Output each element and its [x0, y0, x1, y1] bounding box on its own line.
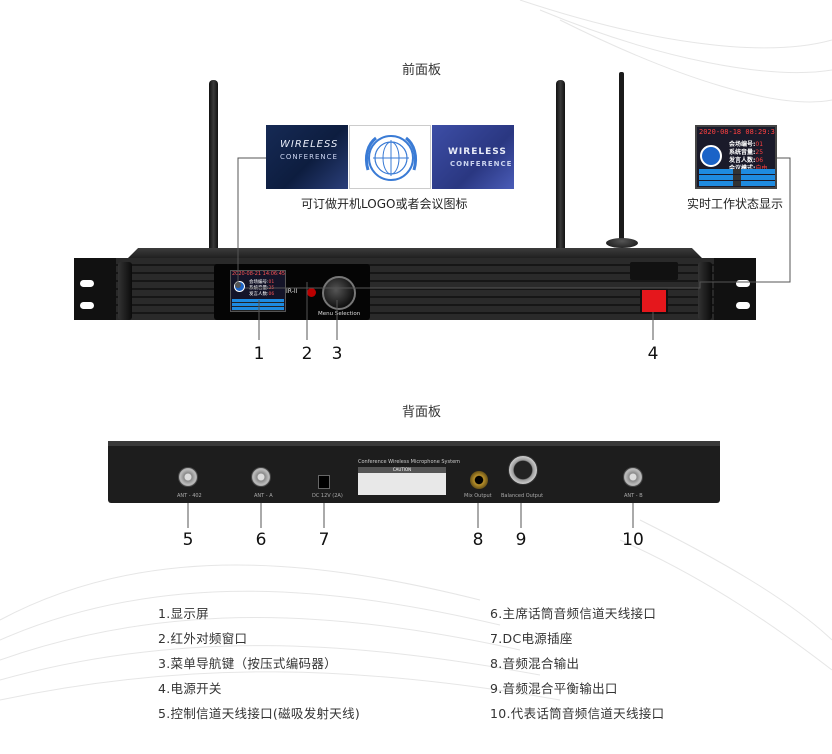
logo-panel-wireless-2: WIRELESS CONFERENCE — [432, 125, 514, 189]
callout-number-8: 8 — [472, 530, 484, 550]
balanced-output-xlr[interactable] — [508, 455, 538, 485]
lcd-screen: 2020-08-21 14:06:45 会场编号:01 系统音量:25 发言人数… — [230, 270, 286, 312]
logo-panel-un-emblem — [349, 125, 431, 189]
un-emblem-icon — [364, 135, 418, 181]
lcd-row-3: 发言人数:06 — [249, 292, 275, 297]
legend-item-10: 10.代表话筒音频信道天线接口 — [490, 706, 665, 721]
magnetic-antenna — [619, 72, 624, 242]
mix-output-jack[interactable] — [470, 471, 488, 489]
warning-title: Conference Wireless Microphone System — [358, 459, 461, 465]
callout-number-2: 2 — [301, 344, 313, 364]
status-row-1: 会场编号:01 — [729, 141, 764, 148]
status-caption: 实时工作状态显示 — [687, 197, 784, 211]
front-rack-unit: 2020-08-21 14:06:45 会场编号:01 系统音量:25 发言人数… — [74, 248, 756, 320]
handle-left — [118, 262, 132, 320]
status-time: 2020-08-18 08:29:38 — [699, 128, 777, 136]
caution-label: CAUTION — [358, 467, 446, 495]
logo-panel-wireless-1: WIRELESS CONFERENCE — [266, 125, 348, 189]
menu-selection-knob[interactable] — [322, 276, 356, 310]
bnc-port-ant-a[interactable] — [251, 467, 271, 487]
handle-right — [698, 262, 712, 320]
status-logo-icon — [700, 145, 722, 167]
callout-number-1: 1 — [253, 344, 265, 364]
port-label-ant-b: ANT - B — [624, 493, 643, 499]
rack-ear-right — [714, 258, 756, 320]
legend-item-6: 6.主席话筒音频信道天线接口 — [490, 606, 657, 621]
legend-item-2: 2.红外对频窗口 — [158, 631, 248, 646]
status-row-2: 系统音量:25 — [729, 149, 764, 156]
logo-panel-3-line2: CONFERENCE — [450, 160, 513, 168]
status-display-panel: 2020-08-18 08:29:38 会场编号:01 系统音量:25 发言人数… — [695, 125, 777, 189]
ir-pairing-window — [307, 288, 316, 297]
callout-number-3: 3 — [331, 344, 343, 364]
back-rack-unit: ANT - 402 ANT - A DC 12V (2A) Conference… — [108, 441, 720, 503]
logo-caption: 可订做开机LOGO或者会议图标 — [301, 197, 468, 211]
magnetic-antenna-base — [606, 238, 638, 248]
legend-item-4: 4.电源开关 — [158, 681, 222, 696]
legend-item-3: 3.菜单导航键（按压式编码器） — [158, 656, 337, 671]
back-panel-title: 背面板 — [402, 405, 442, 420]
callout-number-7: 7 — [318, 530, 330, 550]
legend-item-7: 7.DC电源插座 — [490, 631, 573, 646]
front-display-area: 2020-08-21 14:06:45 会场编号:01 系统音量:25 发言人数… — [214, 264, 370, 320]
callout-number-5: 5 — [182, 530, 194, 550]
back-rack-lip — [108, 441, 720, 446]
antenna-left — [209, 80, 218, 252]
lcd-time: 2020-08-21 14:06:45 — [232, 271, 286, 277]
power-button[interactable] — [640, 288, 668, 314]
bnc-port-ant-b[interactable] — [623, 467, 643, 487]
callout-number-9: 9 — [515, 530, 527, 550]
lcd-logo-icon — [234, 281, 245, 292]
dc-power-jack[interactable] — [318, 475, 330, 489]
power-switch-housing — [630, 262, 678, 280]
knob-label: Menu Selection — [318, 311, 361, 317]
caution-header: CAUTION — [358, 467, 446, 473]
logo-panel-3-line1: WIRELESS — [448, 147, 507, 157]
logo-panel-1-line1: WIRELESS — [280, 139, 339, 150]
port-label-balanced: Balanced Output — [501, 493, 544, 499]
front-panel-title: 前面板 — [402, 63, 442, 78]
callout-number-4: 4 — [647, 344, 659, 364]
logo-panel-1-line2: CONFERENCE — [280, 153, 338, 161]
callout-number-6: 6 — [255, 530, 267, 550]
port-label-mix: Mix Output — [464, 493, 492, 499]
bnc-port-ant-402[interactable] — [178, 467, 198, 487]
legend-item-9: 9.音频混合平衡输出口 — [490, 681, 618, 696]
legend-item-8: 8.音频混合输出 — [490, 656, 580, 671]
port-label-dc: DC 12V (2A) — [312, 493, 343, 499]
lcd-bars — [232, 299, 284, 311]
callout-number-10: 10 — [622, 530, 644, 550]
legend-item-5: 5.控制信道天线接口(磁吸发射天线) — [158, 706, 361, 721]
legend-item-1: 1.显示屏 — [158, 606, 209, 621]
antenna-right — [556, 80, 565, 252]
status-channel-bars — [699, 169, 775, 187]
ir-label: IR-II — [286, 288, 298, 295]
rack-ear-left — [74, 258, 116, 320]
port-label-ant-402: ANT - 402 — [177, 493, 202, 499]
lcd-row-2: 系统音量:25 — [249, 286, 275, 291]
port-label-ant-a: ANT - A — [254, 493, 273, 499]
